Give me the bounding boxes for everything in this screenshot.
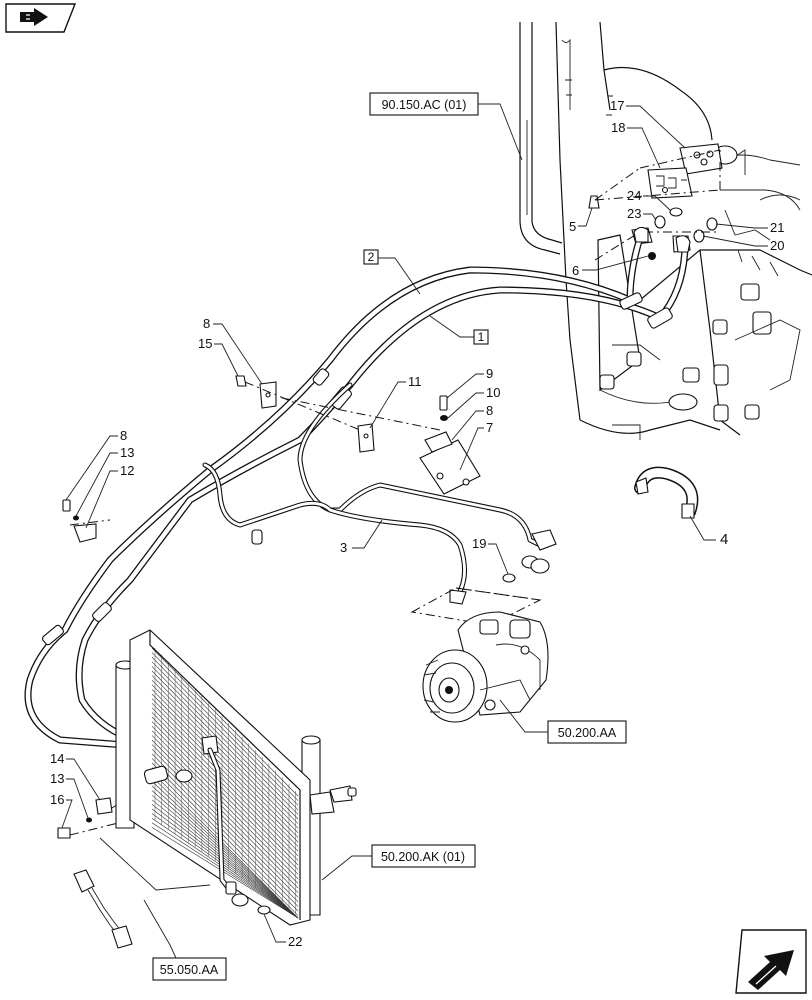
reference-box-r1[interactable]: 90.150.AC (01) [369,92,479,116]
callout-13-left: 13 [120,445,134,460]
assembly-line [281,397,441,431]
reference-label-r1: 90.150.AC (01) [382,98,467,112]
condenser [115,629,357,926]
callout-18: 18 [611,120,625,135]
svg-text:2: 2 [368,250,375,264]
compressor [410,587,549,723]
reference-box-r4[interactable]: 55.050.AA [152,957,227,981]
boxed-number-2: 2 [363,249,379,265]
leader-line [429,315,474,338]
callout-6: 6 [572,263,579,278]
reference-box-r2[interactable]: 50.200.AA [547,720,627,744]
assembly-line [244,381,361,431]
assembly-line [69,519,111,526]
assembly-line [639,149,721,169]
callout-4: 4 [720,531,728,548]
pressure-switch [73,869,133,949]
callout-21: 21 [770,220,784,235]
callout-8-top: 8 [203,316,210,331]
callout-16: 16 [50,792,64,807]
assembly-line [594,189,721,201]
leader-line [321,855,372,881]
hose-4 [634,466,699,519]
reference-box-r3[interactable]: 50.200.AK (01) [371,844,476,868]
engine-bolts [599,283,772,422]
callout-15: 15 [198,336,212,351]
hose-assembly-1-2 [24,226,691,753]
next-page-arrow-icon[interactable] [735,929,807,994]
callout-23: 23 [627,206,641,221]
mounting-bracket [647,143,723,199]
reference-label-r3: 50.200.AK (01) [381,850,465,864]
callout-9: 9 [486,366,493,381]
callout-8-mid: 8 [486,403,493,418]
cab-structure [519,21,812,440]
assembly-line [594,150,721,201]
callout-17: 17 [610,98,624,113]
callout-8-left: 8 [120,428,127,443]
condenser-fins [151,647,299,919]
callout-20: 20 [770,238,784,253]
reference-label-r2: 50.200.AA [558,726,617,740]
leader-line [499,699,548,733]
callout-7: 7 [486,420,493,435]
callout-24: 24 [627,188,641,203]
leader-line [378,257,421,295]
svg-text:1: 1 [478,330,485,344]
callout-12: 12 [120,463,134,478]
callout-5: 5 [569,219,576,234]
callout-13-bottom: 13 [50,771,64,786]
book-arrow-icon[interactable] [5,3,77,33]
leader-line [99,837,211,959]
callout-11: 11 [408,374,422,389]
reference-label-r4: 55.050.AA [160,963,219,977]
callout-22: 22 [288,934,302,949]
support-brackets [57,375,481,839]
callout-19: 19 [472,536,486,551]
pipe-3 [202,382,557,605]
callouts: 17 18 24 23 5 21 20 6 8 15 11 9 10 8 7 8… [50,98,784,949]
callout-10: 10 [486,385,500,400]
callout-3: 3 [340,540,347,555]
callout-14: 14 [50,751,64,766]
leader-line [478,103,523,161]
boxed-number-1: 1 [473,329,489,345]
small-fittings [588,195,718,260]
